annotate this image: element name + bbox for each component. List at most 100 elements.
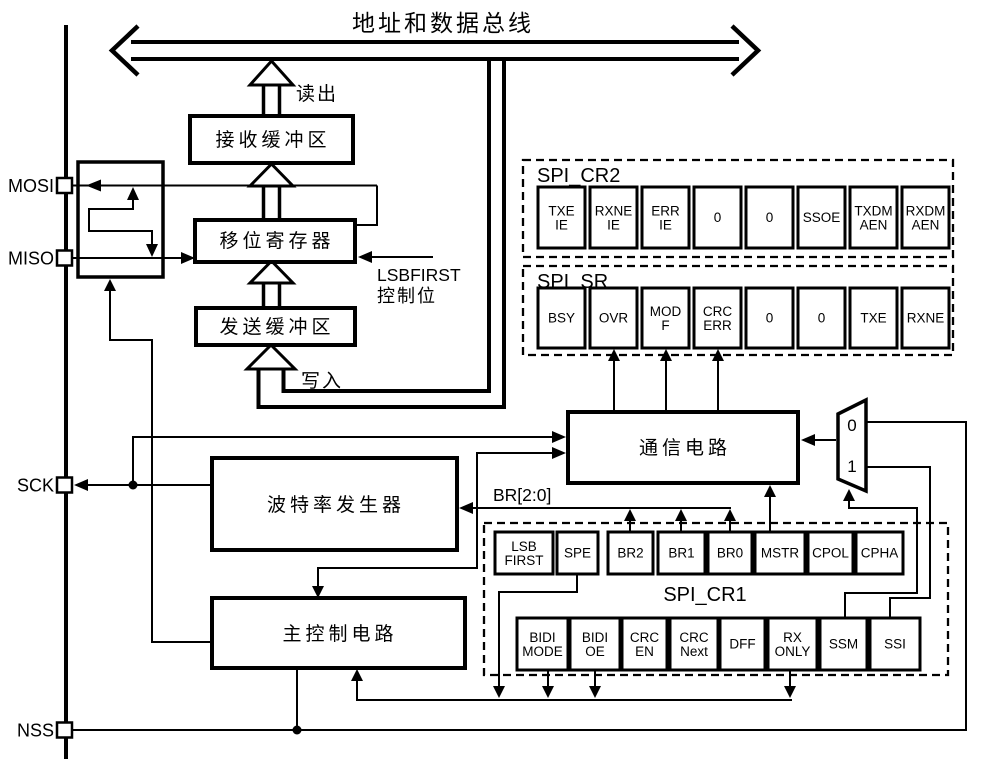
sck-pin-arrow-icon	[74, 479, 88, 491]
register-bit-label: BR2	[617, 546, 643, 561]
bus-left-arrow-icon	[108, 24, 140, 77]
write-label: 写入	[301, 371, 343, 392]
status-flag-arrows	[608, 349, 724, 412]
pin-nss: NSS	[17, 721, 74, 741]
nss-pin-square	[55, 721, 74, 739]
mstr-net	[764, 485, 776, 532]
register-bit-label: RXNE	[907, 311, 945, 326]
bus-title: 地址和数据总线	[352, 10, 534, 36]
nss-mux: 0 1	[836, 397, 868, 494]
register-bit-cell	[766, 616, 819, 672]
mosi-left-arrow-icon	[86, 179, 101, 192]
sck-net	[74, 431, 566, 491]
nss-pin-label: NSS	[17, 721, 54, 741]
tx-buffer-block: 发送缓冲区	[194, 306, 357, 347]
bus-right-arrow-icon	[730, 24, 762, 77]
read-up-arrow-icon	[246, 58, 297, 87]
mosi-pin-label: MOSI	[8, 176, 54, 196]
comm-circuit-label: 通信电路	[639, 437, 731, 459]
register-bit-label: 0	[766, 210, 774, 225]
register-bit-label: BSY	[548, 311, 575, 326]
register-bit-label: SSM	[829, 637, 858, 652]
spi-cr2-name: SPI_CR2	[537, 165, 620, 187]
clock-control-net	[312, 447, 566, 598]
register-bit-cell	[640, 185, 691, 250]
register-bit-cell	[668, 616, 720, 672]
register-bit-cell	[588, 286, 639, 350]
register-bit-label: OVR	[599, 311, 629, 326]
register-bit-cell	[753, 530, 807, 576]
pin-miso: MISO	[8, 249, 74, 269]
register-bit-label: BR1	[668, 546, 694, 561]
register-bit-cell	[900, 286, 951, 350]
register-bit-cell	[854, 530, 905, 576]
register-bit-cell	[656, 530, 707, 576]
register-bit-cell	[868, 616, 922, 672]
lsbfirst-label-line1: LSBFIRST	[377, 265, 461, 285]
register-bit-cell	[692, 185, 743, 250]
register-bit-label: TXE	[860, 311, 886, 326]
register-bit-label: SSI	[884, 637, 906, 652]
baud-generator-label: 波特率发生器	[267, 494, 405, 516]
register-bit-cell	[744, 185, 795, 250]
register-bit-label: 0	[766, 311, 774, 326]
register-bit-cell	[900, 185, 951, 250]
rx-buffer-label: 接收缓冲区	[215, 129, 330, 151]
register-bit-cell	[536, 286, 587, 350]
write-path-channel: 写入	[243, 61, 506, 409]
main-control-label: 主控制电路	[282, 623, 397, 645]
register-bit-cell	[848, 286, 899, 350]
miso-pin-square	[55, 249, 74, 267]
sck-pin-square	[55, 476, 74, 494]
comm-input2-arrow-icon	[552, 447, 566, 459]
br-label: BR[2:0]	[493, 485, 551, 505]
register-bit-label: MSTR	[761, 546, 799, 561]
mux-shape	[836, 397, 868, 494]
register-bit-label: BR0	[717, 546, 743, 561]
register-bit-cell	[818, 616, 869, 672]
register-bit-cell	[640, 286, 691, 350]
lsbfirst-control: LSBFIRST 控制位	[358, 251, 461, 306]
register-bit-label: CPOL	[812, 546, 849, 561]
register-bit-cell	[692, 286, 743, 350]
register-bit-cell	[848, 185, 899, 250]
register-bit-label: 0	[818, 311, 826, 326]
mosi-pin-square	[55, 176, 74, 195]
register-bit-cell	[588, 185, 639, 250]
spi-cr1-name: SPI_CR1	[663, 584, 746, 606]
pin-crossover-box	[72, 160, 378, 643]
register-bit-cell	[744, 286, 795, 350]
register-bit-cell	[555, 530, 600, 576]
register-bit-cell	[620, 616, 669, 672]
br-net: BR[2:0]	[459, 485, 736, 532]
main-control-top-arrow-icon	[312, 586, 324, 598]
register-bit-cell	[706, 530, 754, 576]
tx-buffer-label: 发送缓冲区	[219, 316, 334, 338]
register-bit-label: SPE	[564, 546, 591, 561]
register-bit-label: 0	[714, 210, 722, 225]
register-bit-label: SSOE	[803, 210, 841, 225]
register-bit-label: CPHA	[861, 546, 899, 561]
register-bit-cell	[493, 530, 555, 576]
baud-br-arrow-icon	[459, 502, 473, 514]
shift-register-label: 移位寄存器	[219, 230, 334, 252]
main-control-block: 主控制电路	[210, 596, 467, 670]
register-bit-cell	[606, 530, 655, 576]
pin-sck: SCK	[17, 476, 74, 496]
sck-pin-label: SCK	[17, 476, 54, 496]
miso-pin-label: MISO	[8, 249, 54, 269]
mux-input0-label: 0	[847, 416, 856, 435]
register-bit-cell	[718, 616, 767, 672]
read-label: 读出	[296, 83, 338, 105]
register-bit-cell	[568, 616, 622, 672]
